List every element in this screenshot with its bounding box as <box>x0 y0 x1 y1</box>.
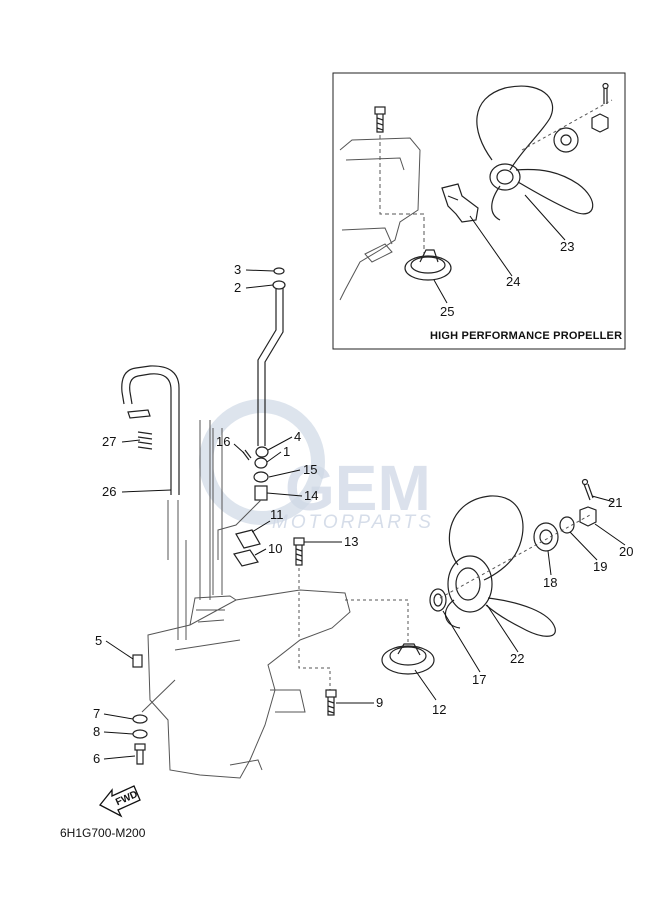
joint <box>253 471 269 483</box>
callout-12: 12 <box>432 702 446 717</box>
callout-4: 4 <box>294 429 301 444</box>
plate-upper <box>235 529 261 549</box>
sleeve <box>254 485 268 501</box>
casing-studs <box>167 420 223 640</box>
callout-27: 27 <box>102 434 116 449</box>
seal-top <box>272 267 286 290</box>
callout-26: 26 <box>102 484 116 499</box>
bolt13-alignment <box>298 568 331 690</box>
callout-8: 8 <box>93 724 100 739</box>
watermark: GEM MOTORPARTS <box>199 399 434 533</box>
bolt-9 <box>325 689 337 716</box>
propeller-shaft-axis <box>439 514 591 599</box>
dowel-pin <box>132 654 143 668</box>
inset-title: HIGH PERFORMANCE PROPELLER <box>430 330 623 342</box>
callout-11: 11 <box>270 507 284 522</box>
bolt-6 <box>134 743 146 765</box>
callout-25: 25 <box>440 304 454 319</box>
watermark-subtext: MOTORPARTS <box>272 512 434 533</box>
inset-alignment-line <box>379 135 425 255</box>
inset-bolt <box>374 106 386 133</box>
watermark-brand: GEM <box>285 452 431 524</box>
inset-propeller-nut <box>591 113 609 133</box>
propeller <box>444 495 556 637</box>
callout-21: 21 <box>608 495 622 510</box>
callout-7: 7 <box>93 706 100 721</box>
propeller-inset <box>476 85 594 221</box>
diagram-code: 6H1G700-M200 <box>60 826 146 840</box>
washer-8 <box>132 729 148 739</box>
anode-alignment <box>345 599 409 645</box>
cotter-pin <box>581 478 594 501</box>
callout-17: 17 <box>472 672 486 687</box>
inset-cotter-pin <box>602 82 609 104</box>
inset-housing-outline <box>339 137 421 301</box>
collar <box>255 446 269 458</box>
callout-13: 13 <box>344 534 358 549</box>
grommet <box>254 457 268 469</box>
tube-guide-line <box>217 499 262 560</box>
callout-labels: 3 2 4 1 15 14 16 11 10 13 12 9 5 7 8 6 2… <box>93 239 633 766</box>
callout-3: 3 <box>234 262 241 277</box>
speedometer-tube <box>257 288 284 446</box>
propeller-nut <box>579 506 597 527</box>
callout-5: 5 <box>95 633 102 648</box>
inset-shaft-axis <box>521 99 613 151</box>
bolt-13 <box>293 537 305 566</box>
thrust-washer <box>429 588 447 612</box>
trim-tab-anode-inset <box>404 249 452 281</box>
watermark-ring <box>199 399 325 525</box>
washer-19 <box>559 516 575 534</box>
callout-2: 2 <box>234 280 241 295</box>
callout-1: 1 <box>283 444 290 459</box>
plate-lower <box>233 549 259 567</box>
inset-frame <box>332 72 626 350</box>
callout-6: 6 <box>93 751 100 766</box>
propeller-cover-inset <box>441 183 479 223</box>
callout-14: 14 <box>304 488 318 503</box>
inset-hub-washer <box>553 127 579 153</box>
callout-23: 23 <box>560 239 574 254</box>
screw <box>242 449 252 461</box>
fwd-arrow: FWD <box>98 785 141 818</box>
spacer <box>533 522 559 552</box>
callout-10: 10 <box>268 541 282 556</box>
callout-15: 15 <box>303 462 317 477</box>
tube-clip <box>127 409 151 419</box>
callout-24: 24 <box>506 274 520 289</box>
water-tube <box>121 365 180 495</box>
trim-tab-anode <box>381 643 435 675</box>
callout-18: 18 <box>543 575 557 590</box>
gasket-7 <box>132 714 148 724</box>
callout-20: 20 <box>619 544 633 559</box>
spring <box>137 431 153 450</box>
callout-19: 19 <box>593 559 607 574</box>
leader-lines <box>103 194 626 760</box>
callout-16: 16 <box>216 434 230 449</box>
plug-alignment <box>141 679 176 713</box>
callout-9: 9 <box>376 695 383 710</box>
callout-22: 22 <box>510 651 524 666</box>
lower-casing <box>147 589 351 779</box>
